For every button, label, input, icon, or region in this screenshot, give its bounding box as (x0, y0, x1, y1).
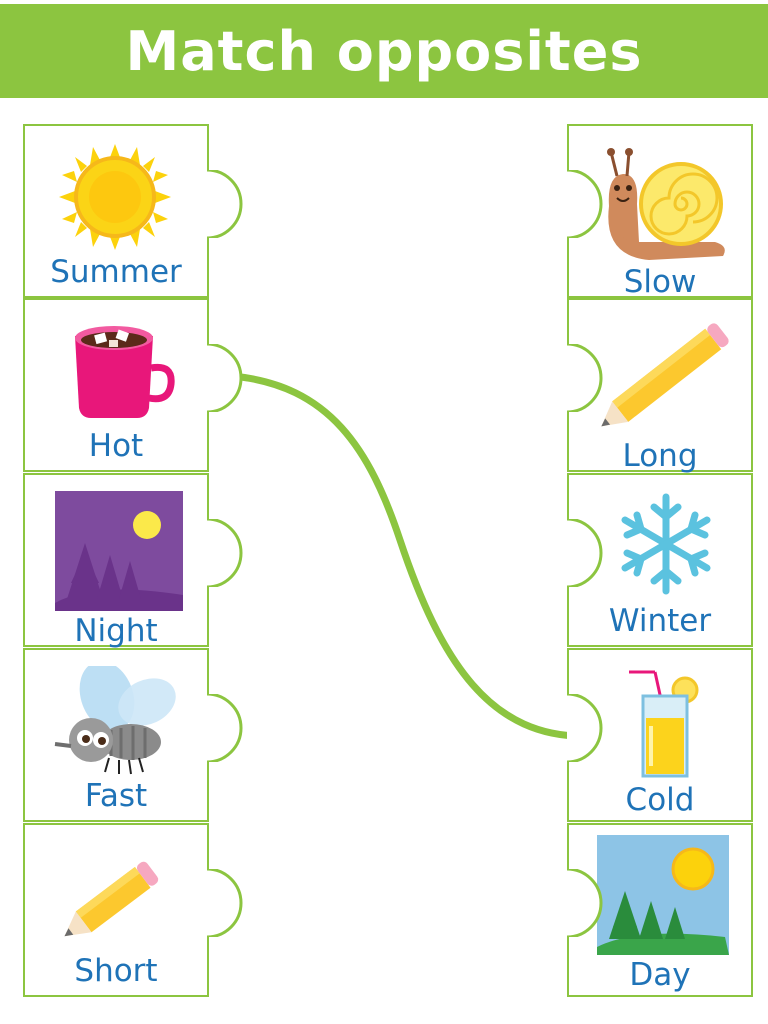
snail-icon (607, 148, 725, 260)
left-card-tab (207, 519, 255, 587)
card-label: Summer (50, 254, 182, 290)
card-label: Slow (623, 264, 697, 300)
left-card-tab (207, 694, 255, 762)
night-landscape-icon (55, 491, 183, 611)
left-card-summer[interactable]: Summer (23, 124, 209, 298)
sun-icon (59, 144, 171, 250)
card-label: Cold (625, 782, 695, 818)
right-card-notch (567, 869, 603, 937)
left-card-tab (207, 344, 255, 412)
right-card-notch (567, 344, 603, 412)
left-card-short[interactable]: Short (23, 823, 209, 997)
left-card-tab (207, 170, 255, 238)
right-card-notch (567, 694, 603, 762)
card-label: Long (622, 438, 698, 474)
right-card-notch (567, 519, 603, 587)
card-label: Day (629, 957, 691, 993)
fly-icon (54, 666, 176, 775)
left-card-night[interactable]: Night (23, 473, 209, 649)
card-label: Fast (84, 778, 148, 814)
card-label: Night (74, 613, 158, 649)
left-card-fast[interactable]: Fast (23, 648, 209, 822)
card-label: Hot (88, 428, 144, 464)
left-card-hot[interactable]: Hot (23, 298, 209, 472)
left-card-tab (207, 869, 255, 937)
long-pencil-icon (601, 323, 729, 427)
right-card-slow[interactable]: Slow (567, 124, 753, 300)
day-landscape-icon (597, 835, 729, 955)
hot-cocoa-mug-icon (75, 326, 175, 418)
page-title: Match opposites (125, 19, 643, 83)
snowflake-icon (621, 493, 711, 595)
cold-drink-icon (629, 670, 699, 778)
card-label: Winter (608, 603, 712, 639)
card-label: Short (74, 953, 158, 989)
right-card-day[interactable]: Day (567, 823, 753, 997)
right-card-notch (567, 170, 603, 238)
short-pencil-icon (64, 861, 159, 937)
header-banner: Match opposites (0, 4, 768, 98)
